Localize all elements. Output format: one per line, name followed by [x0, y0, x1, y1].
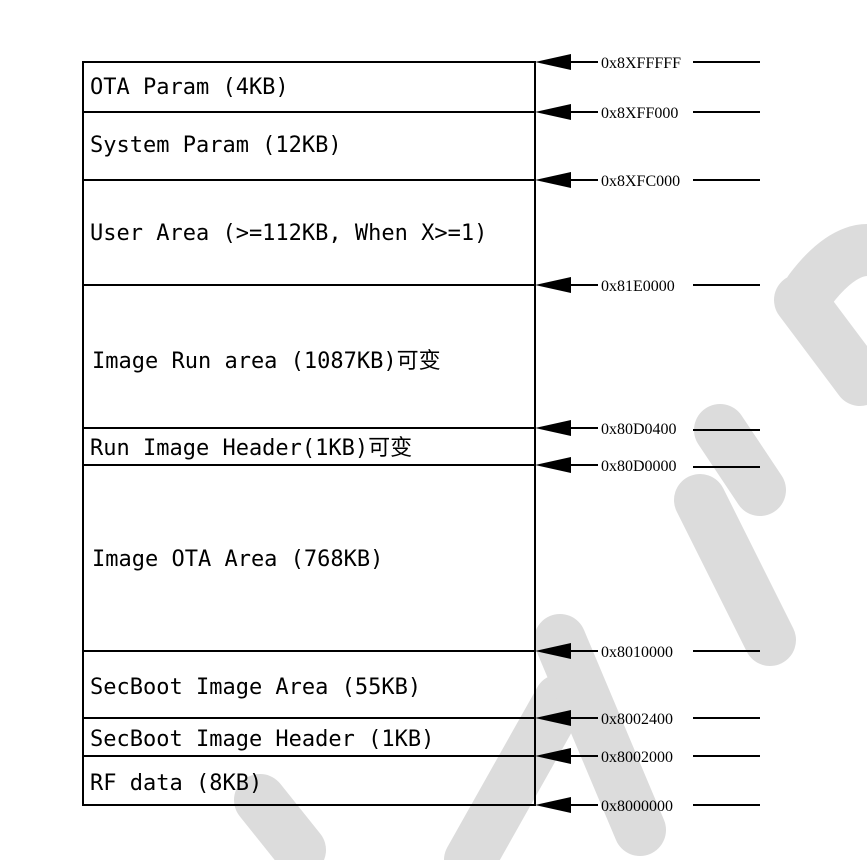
watermark-logo — [234, 224, 867, 860]
address-marker: 0x8010000 — [535, 643, 760, 661]
region-image-run-area: Image Run area (1087KB)可变 — [92, 349, 441, 374]
address-marker: 0x8002000 — [535, 748, 760, 766]
address-marker: 0x8XFC000 — [535, 172, 760, 190]
address-marker: 0x8XFF000 — [535, 104, 760, 122]
memory-table-frame — [82, 61, 536, 806]
address-label: 0x80D0400 — [601, 421, 677, 438]
address-label: 0x8XFC000 — [601, 173, 680, 190]
address-label: 0x81E0000 — [601, 278, 675, 295]
address-marker: 0x8XFFFFF — [535, 54, 760, 72]
region-user-area: User Area (>=112KB, When X>=1) — [90, 221, 487, 246]
region-secboot-image-area: SecBoot Image Area (55KB) — [90, 675, 421, 700]
address-label: 0x8002400 — [601, 711, 673, 728]
address-marker: 0x8000000 — [535, 797, 760, 815]
region-dividers — [83, 111, 535, 757]
region-system-param: System Param (12KB) — [90, 133, 342, 158]
address-marker: 0x81E0000 — [535, 277, 760, 295]
region-rf-data: RF data (8KB) — [90, 771, 262, 796]
address-marker: 0x8002400 — [535, 710, 760, 728]
region-ota-param: OTA Param (4KB) — [90, 75, 289, 100]
address-label: 0x8010000 — [601, 644, 673, 661]
address-label: 0x8XFF000 — [601, 105, 678, 122]
address-label: 0x8000000 — [601, 798, 673, 815]
address-label: 0x8XFFFFF — [601, 55, 681, 72]
address-label: 0x8002000 — [601, 749, 673, 766]
address-label: 0x80D0000 — [601, 458, 677, 475]
region-secboot-image-header: SecBoot Image Header (1KB) — [90, 727, 434, 752]
address-marker: 0x80D0400 — [535, 420, 760, 438]
region-image-ota-area: Image OTA Area (768KB) — [92, 547, 383, 572]
address-marker: 0x80D0000 — [535, 457, 760, 475]
region-run-image-header: Run Image Header(1KB)可变 — [90, 436, 412, 461]
